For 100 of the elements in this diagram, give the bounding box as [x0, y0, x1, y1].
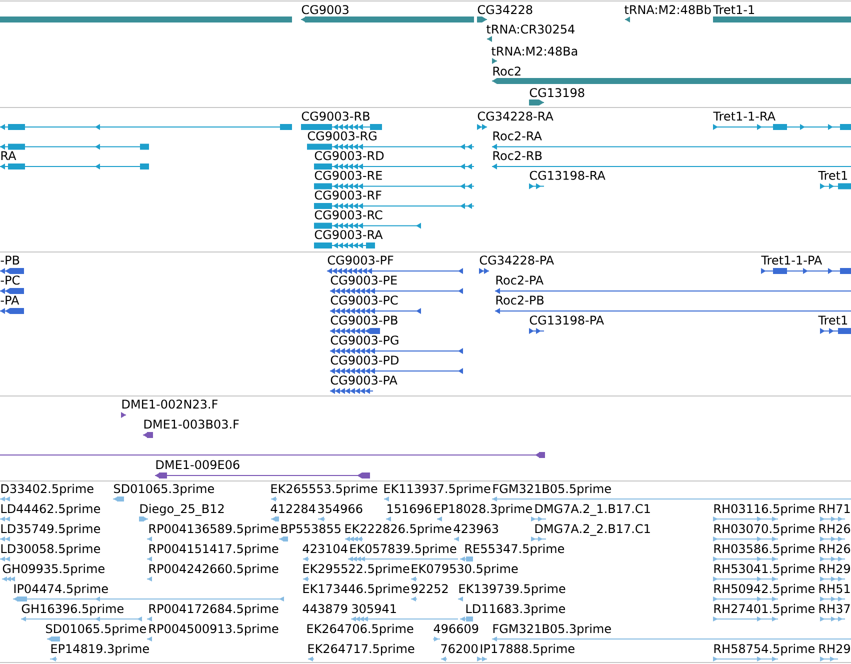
- feature-label: RH29: [819, 644, 850, 654]
- feature-label: 412284: [270, 504, 316, 514]
- feature-label: SD01065.3prime: [114, 484, 214, 496]
- feature-label: Roc2-RB: [493, 151, 542, 160]
- feature-label: CG9003-PA: [330, 376, 398, 385]
- feature-label: DME1-002N23.F: [122, 400, 218, 409]
- feature-label: 354966: [318, 504, 362, 514]
- feature-label: LD35749.5prime: [1, 524, 100, 536]
- feature-label: CG13198-PA: [530, 316, 604, 325]
- feature-label: tRNA:M2:48Bb: [624, 4, 711, 14]
- feature-label: 76200: [441, 644, 478, 654]
- feature-label: CG9003-PC: [330, 296, 398, 305]
- feature-label: tRNA:CR30254: [486, 24, 574, 34]
- feature-label: RH50942.5prime: [714, 584, 814, 596]
- feature-label: RH03070.5prime: [714, 524, 814, 536]
- feature-label: EK222826.5prime: [345, 524, 452, 536]
- feature-label: -PA: [0, 296, 20, 304]
- feature-label: Tret1: [818, 316, 848, 325]
- feature-label: EP18028.3prime: [434, 504, 532, 516]
- feature-label: 423104: [302, 544, 348, 554]
- feature-label: RH29: [819, 564, 850, 574]
- feature-label: Diego_25_B12: [140, 504, 224, 516]
- feature-label: Roc2-RA: [493, 131, 542, 140]
- feature-label: tRNA:M2:48Ba: [492, 46, 578, 56]
- feature-label: CG9003: [302, 5, 348, 14]
- feature-label: 423963: [454, 524, 498, 534]
- feature-label: RH03116.5prime: [714, 504, 814, 516]
- feature-label: CG9003-RF: [314, 190, 382, 200]
- feature-label: CG9003-PG: [330, 336, 398, 345]
- feature-label: LD44462.5prime: [1, 504, 100, 516]
- feature-label: DME1-003B03.F: [144, 420, 239, 429]
- feature-label: LD11683.3prime: [466, 604, 566, 616]
- feature-label: RH27401.5prime: [714, 604, 814, 616]
- feature-label: FGM321B05.3prime: [493, 624, 611, 636]
- feature-label: Tret1-1-PA: [761, 256, 822, 265]
- feature-label: RH58754.5prime: [714, 644, 814, 656]
- feature-label: Roc2-PA: [496, 276, 544, 285]
- feature-label: EK295522.5prime: [303, 564, 410, 576]
- feature-label: EK057839.5prime: [350, 544, 456, 556]
- feature-label: GH09935.5prime: [2, 564, 104, 576]
- feature-label: GH16396.5prime: [22, 604, 124, 616]
- feature-label: RP004172684.5prime: [149, 604, 278, 616]
- feature-label: CG9003-PB: [330, 316, 398, 325]
- feature-label: DME1-009E06: [156, 460, 240, 470]
- feature-label: CG9003-PE: [330, 276, 397, 285]
- feature-label: EP14819.3prime: [51, 644, 149, 656]
- feature-label: EK173446.5prime: [303, 584, 410, 596]
- feature-label: EK264717.5prime: [308, 644, 414, 656]
- feature-label: -PC: [0, 276, 20, 285]
- feature-label: RH51: [819, 584, 850, 594]
- feature-label: RH26: [819, 544, 850, 554]
- feature-label: FGM321B05.5prime: [493, 484, 611, 496]
- feature-label: 305941: [352, 604, 396, 614]
- feature-label: 496609: [434, 624, 478, 634]
- feature-label: RH53041.5prime: [714, 564, 814, 576]
- feature-label: RH03586.5prime: [714, 544, 814, 556]
- feature-label: SD01065.5prime: [46, 624, 146, 636]
- feature-label: Tret1: [818, 171, 848, 180]
- feature-label: RE55347.5prime: [465, 544, 564, 556]
- feature-label: IP17888.5prime: [480, 644, 574, 656]
- feature-label: EK079530.5prime: [412, 564, 518, 576]
- feature-label: Roc2: [493, 66, 520, 76]
- feature-label: CG34228-PA: [480, 256, 554, 265]
- feature-label: CG13198-RA: [530, 170, 606, 180]
- feature-label: -PB: [0, 256, 20, 264]
- feature-label: CG9003-PF: [328, 256, 394, 265]
- feature-label: 151696: [388, 504, 432, 514]
- feature-label: CG9003-RD: [314, 151, 384, 160]
- feature-label: Tret1-1-RA: [713, 112, 776, 121]
- feature-label: CG9003-PD: [330, 356, 398, 365]
- feature-label: RP004242660.5prime: [149, 564, 278, 576]
- feature-label: RA: [1, 151, 16, 160]
- feature-label: Tret1-1: [713, 5, 754, 14]
- feature-label: EK265553.5prime: [271, 484, 378, 496]
- feature-label: D33402.5prime: [1, 484, 94, 496]
- feature-label: CG9003-RC: [314, 210, 382, 220]
- feature-label: IP04474.5prime: [14, 584, 108, 596]
- feature-label: LD30058.5prime: [1, 544, 100, 556]
- feature-label: 92252: [411, 584, 448, 594]
- feature-label: CG9003-RB: [302, 112, 370, 121]
- feature-label: EK264706.5prime: [307, 624, 414, 636]
- feature-label: EK139739.5prime: [459, 584, 566, 596]
- feature-label: BP553855: [281, 524, 340, 534]
- feature-label: CG34228-RA: [478, 112, 554, 121]
- feature-label: RP004136589.5prime: [149, 524, 278, 536]
- feature-label: Roc2-PB: [496, 296, 544, 305]
- feature-label: CG13198: [530, 88, 584, 98]
- feature-label: RP004500913.5prime: [149, 624, 278, 636]
- feature-label: RH71: [819, 504, 850, 513]
- feature-label: EK113937.5prime: [384, 484, 490, 496]
- feature-label: DMG7A.2_2.B17.C1: [535, 524, 650, 536]
- feature-label: RP004151417.5prime: [149, 544, 278, 556]
- feature-label: CG9003-RE: [314, 170, 382, 180]
- feature-label: DMG7A.2_1.B17.C1: [535, 504, 650, 516]
- feature-label: CG9003-RA: [314, 230, 383, 240]
- feature-label: RH37: [819, 604, 850, 614]
- feature-label: 443879: [302, 604, 348, 614]
- feature-label: RH26: [819, 524, 850, 534]
- feature-label: CG34228: [478, 5, 532, 14]
- feature-label: CG9003-RG: [308, 131, 376, 140]
